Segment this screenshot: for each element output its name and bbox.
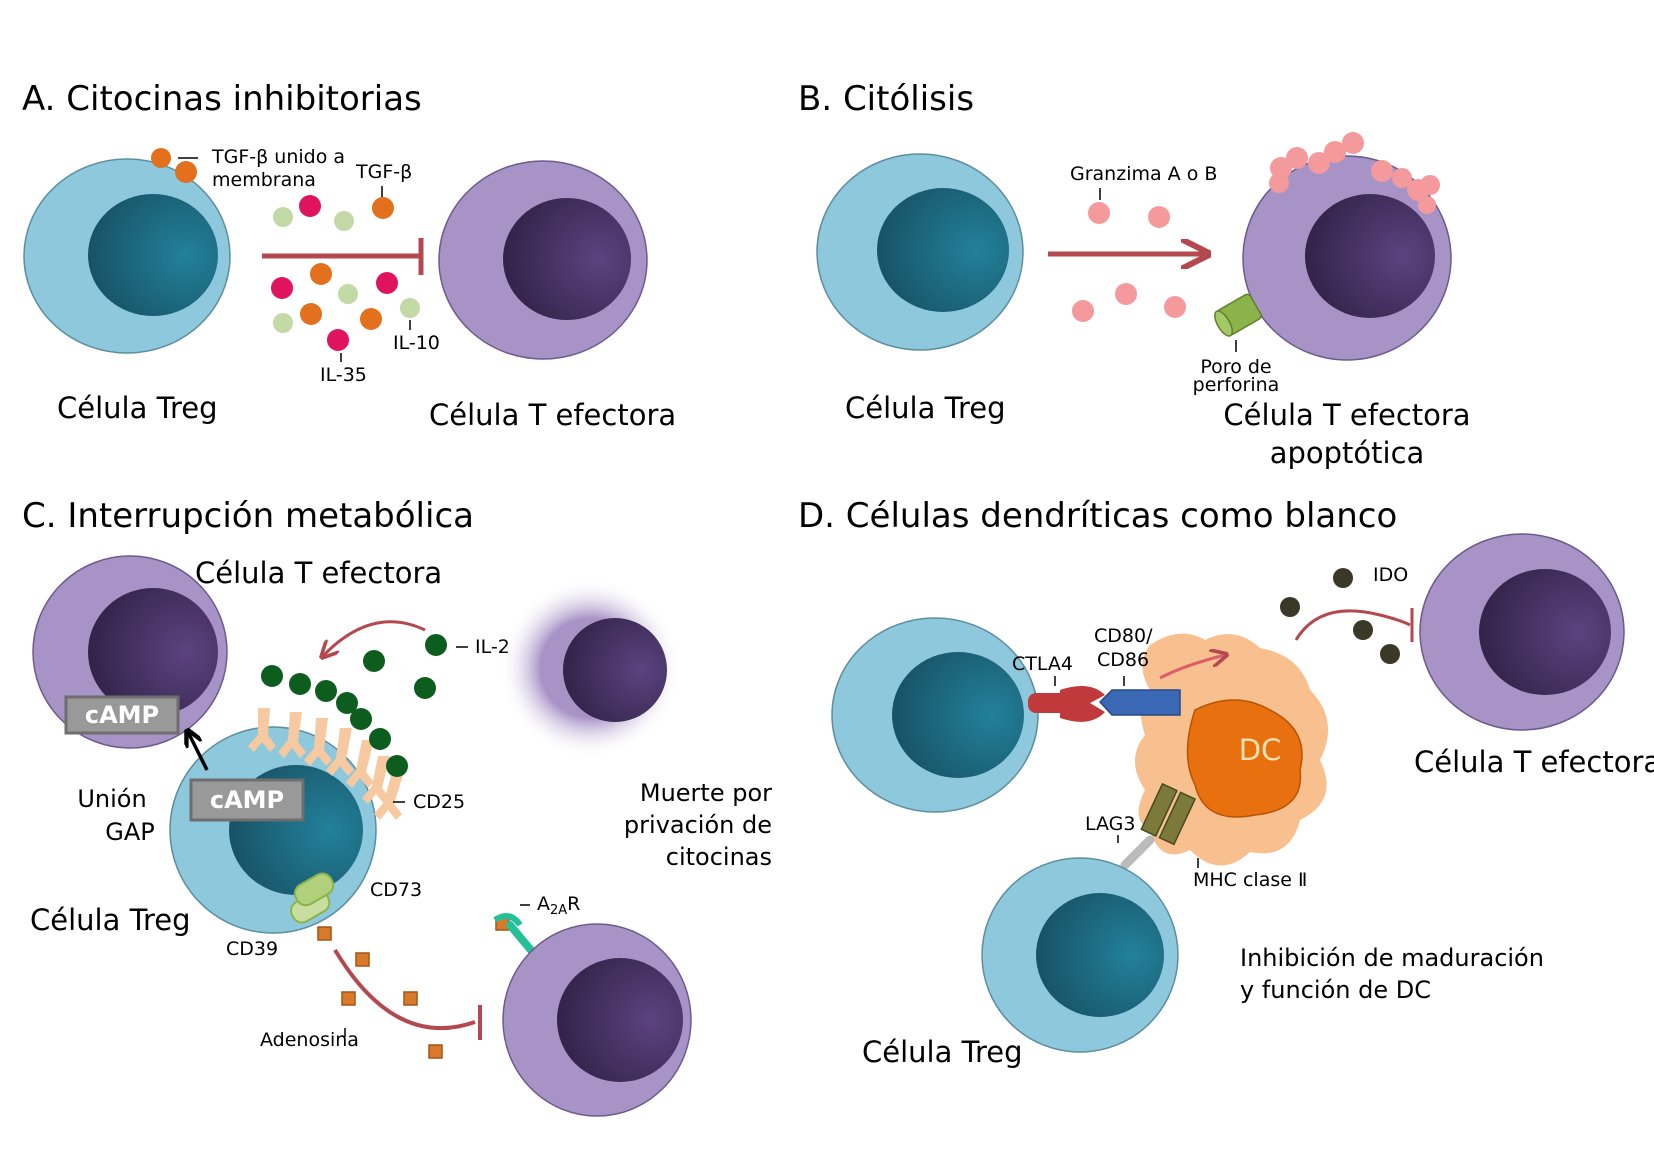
label-ctla4: CTLA4	[1012, 653, 1073, 675]
gap-junction-arrow	[188, 732, 209, 771]
label-cd39: CD39	[226, 938, 278, 960]
dying-teff-cell	[500, 578, 680, 758]
panel-d-title: D. Células dendríticas como blanco	[798, 496, 1397, 536]
cd39-cd73-icon	[290, 872, 335, 924]
label-cd25: CD25	[413, 791, 465, 813]
panel-c: C. Interrupción metabólica Célula T efec…	[22, 496, 772, 1117]
panel-a: A. Citocinas inhibitorias TGF-β unido a …	[22, 79, 676, 432]
treg-cell	[816, 153, 1024, 351]
label-perforin: Poro de	[1200, 356, 1271, 378]
treg-cell-top	[831, 617, 1039, 813]
il10-dot	[334, 211, 354, 231]
treg-label: Célula Treg	[845, 391, 1006, 425]
apoptotic-blebs	[1269, 132, 1440, 214]
panel-b: B. Citólisis Granzima A o B	[798, 79, 1471, 470]
perforin-pore-icon	[1214, 293, 1262, 337]
teff-label: Célula T efectora	[1414, 745, 1654, 779]
cd80-cd86-icon	[1098, 689, 1181, 716]
il2-consumption-arrow	[323, 620, 426, 656]
inhibition-arrow	[262, 238, 424, 275]
panel-a-title: A. Citocinas inhibitorias	[22, 79, 422, 119]
camp-box-teff: cAMP	[64, 695, 180, 735]
label-mhc: MHC clase Ⅱ	[1193, 869, 1307, 891]
granzyme-dot	[1115, 283, 1137, 305]
il35-dot	[271, 277, 293, 299]
tgf-beta-dot	[310, 263, 332, 285]
treg-label: Célula Treg	[862, 1035, 1023, 1069]
teff-cell	[438, 160, 648, 360]
label-il35: IL-35	[320, 364, 367, 386]
teff-label: Célula T efectora	[1223, 398, 1470, 432]
label-tgf-beta: TGF-β	[355, 161, 412, 183]
ido-dots	[1280, 568, 1400, 664]
tgf-beta-membrane-dot	[175, 161, 197, 183]
label-death: Muerte por	[640, 779, 772, 807]
granzyme-dot	[1148, 206, 1170, 228]
ctla4-icon	[1028, 686, 1105, 722]
label-cd80: CD80/	[1094, 625, 1153, 647]
il2-dots	[261, 634, 447, 777]
teff-label: Célula T efectora	[195, 556, 442, 590]
label-death-3: citocinas	[666, 843, 772, 871]
label-gap-junction: Unión	[77, 785, 146, 813]
svg-text:cAMP: cAMP	[210, 786, 284, 814]
label-granzyme: Granzima A o B	[1070, 163, 1217, 185]
tgf-beta-dot	[372, 197, 394, 219]
il10-dot	[400, 298, 420, 318]
dc-activation-arrow	[1159, 655, 1225, 680]
ido-inhibition-arrow	[1294, 609, 1411, 641]
granzyme-dot	[1164, 296, 1186, 318]
label-gap-junction-2: GAP	[105, 818, 155, 846]
tgf-beta-membrane-dot	[151, 148, 171, 168]
label-tgf-membrane-2: membrana	[212, 169, 316, 191]
apoptotic-teff-cell	[1242, 132, 1452, 361]
teff-cell	[1419, 533, 1625, 731]
svg-text:cAMP: cAMP	[85, 701, 159, 729]
a2ar-receptor-icon	[493, 913, 539, 959]
label-cd80-2: CD86	[1097, 649, 1149, 671]
label-tgf-membrane: TGF-β unido a	[211, 146, 345, 168]
label-il2: IL-2	[475, 636, 510, 658]
mhc-class-ii-icon	[1140, 782, 1197, 846]
il35-dot	[299, 195, 321, 217]
label-lag3: LAG3	[1085, 813, 1136, 835]
camp-box-treg: cAMP	[189, 778, 305, 822]
label-a2ar: A2AR	[537, 893, 580, 918]
il10-dot	[273, 313, 293, 333]
label-perforin-2: perforina	[1193, 374, 1280, 396]
label-adenosine: Adenosina	[260, 1029, 359, 1051]
tgf-beta-dot	[360, 308, 382, 330]
granzyme-dot	[1072, 300, 1094, 322]
treg-cell-bottom	[981, 857, 1179, 1053]
dc-inhibition-note-2: y función de DC	[1240, 976, 1431, 1004]
treg-label: Célula Treg	[30, 903, 191, 937]
granzyme-dots	[1072, 202, 1186, 322]
il10-dot	[273, 207, 293, 227]
label-cd73: CD73	[370, 879, 422, 901]
treg-label: Célula Treg	[57, 391, 218, 425]
il35-dot	[327, 329, 349, 351]
teff-label-2: apoptótica	[1270, 436, 1425, 470]
lag3-icon	[1120, 835, 1155, 870]
panel-c-title: C. Interrupción metabólica	[22, 496, 474, 536]
cytokine-dots	[271, 195, 420, 351]
granzyme-dot	[1088, 202, 1110, 224]
target-teff-cell	[502, 923, 692, 1117]
adenosine-inhibition-arrow	[333, 948, 476, 1031]
teff-label: Célula T efectora	[429, 398, 676, 432]
tgf-beta-dot	[300, 303, 322, 325]
label-dc: DC	[1239, 733, 1282, 767]
dc-inhibition-note: Inhibición de maduración	[1240, 944, 1544, 972]
cd25-receptors	[248, 708, 404, 820]
label-ido: IDO	[1373, 564, 1408, 586]
il10-dot	[338, 284, 358, 304]
treg-cell	[23, 158, 231, 354]
panel-d: D. Células dendríticas como blanco DC CT…	[798, 496, 1654, 1069]
il35-dot	[376, 272, 398, 294]
adenosine-squares	[317, 916, 510, 1059]
panel-b-title: B. Citólisis	[798, 79, 974, 119]
label-death-2: privación de	[624, 811, 772, 839]
label-il10: IL-10	[393, 332, 440, 354]
